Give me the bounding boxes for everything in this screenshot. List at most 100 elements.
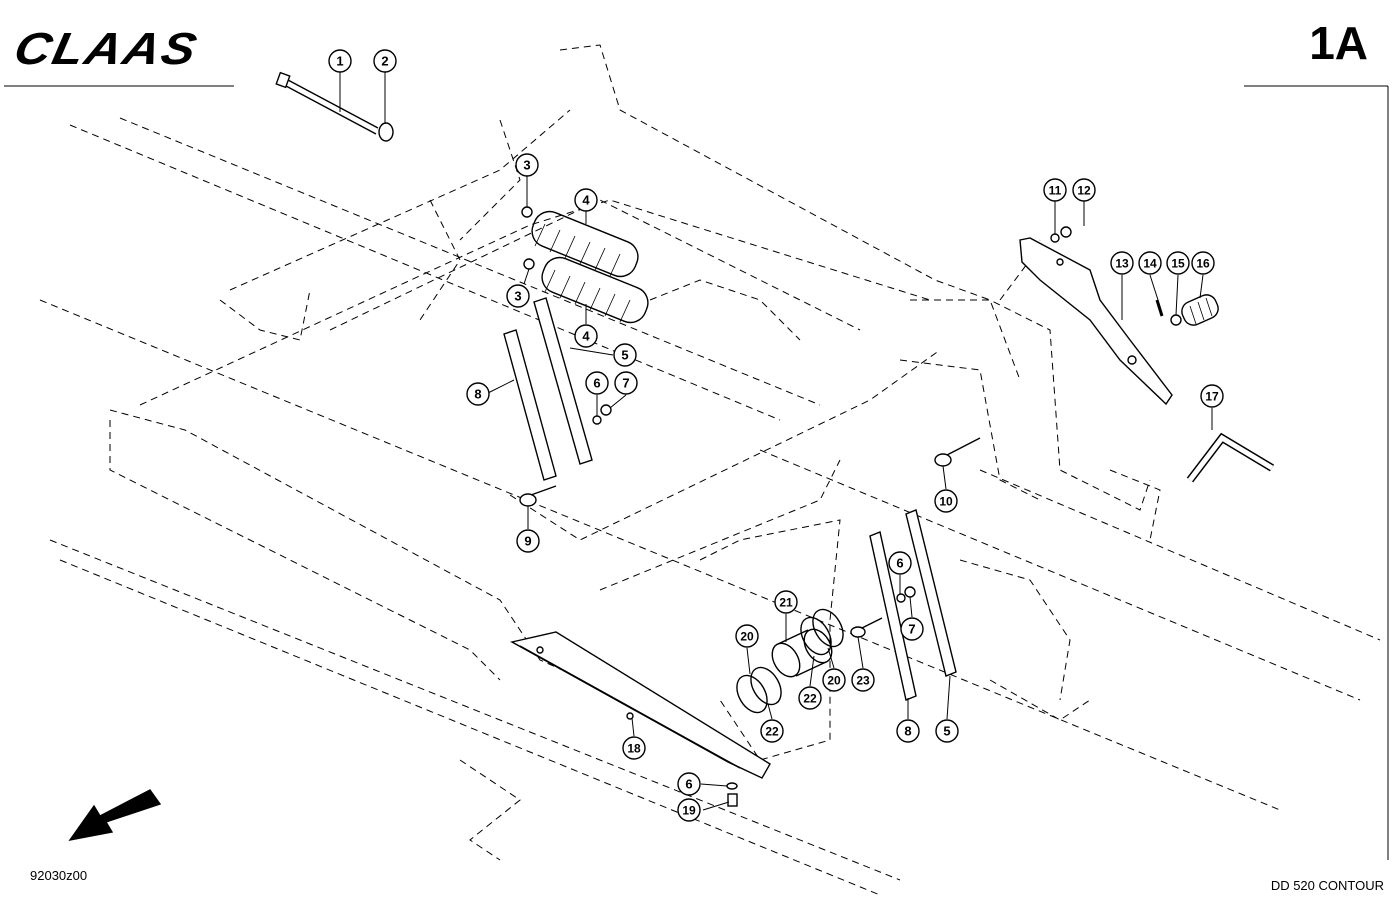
drawing-number: 92030z00 [30,868,88,883]
callout-19: 19 [677,798,701,822]
callout-label: 3 [514,289,521,304]
spring-part-4-lower [541,256,649,324]
bolt-part-9 [519,485,557,507]
callout-circle [328,49,352,73]
callout-circle [798,686,822,710]
ring-part-20-right [812,608,844,648]
plate-part-8-lower [869,531,917,701]
nut-part-3-upper [521,206,533,218]
callout-circle [466,382,490,406]
spring-part-16 [1181,294,1219,326]
callout-label: 8 [474,387,481,402]
callout-circle [822,668,846,692]
callout-6: 6 [677,772,701,796]
plate-part-5-upper [533,297,593,465]
leader-lines [339,72,1213,811]
nut-part-3-lower [523,258,535,270]
plate-part-8-upper [503,329,557,481]
callout-6: 6 [888,551,912,575]
washer-part-2 [378,122,394,142]
callout-label: 6 [685,777,692,792]
callout-label: 10 [939,495,953,509]
callout-label: 4 [582,329,590,344]
callout-circle [1200,384,1224,408]
washer-part-6-bottom [726,782,738,790]
callout-circle [516,529,540,553]
callout-circle [760,719,784,743]
callout-13: 13 [1110,251,1134,275]
callout-circle [574,324,598,348]
callout-circle [900,617,924,641]
callout-3: 3 [506,284,530,308]
callout-5: 5 [613,343,637,367]
callout-label: 6 [896,556,903,571]
callout-17: 17 [1200,384,1224,408]
washer-part-11 [1050,233,1060,243]
callout-label: 5 [943,724,950,739]
page-id: 1A [1309,17,1368,69]
callout-label: 23 [856,674,870,688]
bolt-part-1 [275,71,379,135]
callout-circle [896,719,920,743]
callout-label: 16 [1196,257,1210,271]
callout-label: 14 [1143,257,1157,271]
callout-circle [1166,251,1190,275]
callout-11: 11 [1043,178,1067,202]
callout-circle [735,624,759,648]
callout-7: 7 [900,617,924,641]
callout-circle [1110,251,1134,275]
callout-label: 22 [803,692,817,706]
callout-circle [774,590,798,614]
callout-20: 20 [822,668,846,692]
callout-label: 1 [336,54,343,69]
callout-label: 21 [779,596,793,610]
nut-part-12 [1060,226,1072,238]
bolt-part-23 [850,617,883,638]
callout-label: 11 [1049,184,1062,198]
callout-10: 10 [934,489,958,513]
arm-part-13 [1019,237,1173,406]
callout-circle [1191,251,1215,275]
callout-circle [613,343,637,367]
model-name: DD 520 CONTOUR [1270,878,1384,893]
callout-15: 15 [1166,251,1190,275]
bolt-part-10 [934,437,981,467]
callout-label: 8 [904,724,911,739]
callout-circle [574,188,598,212]
callout-20: 20 [735,624,759,648]
callout-label: 6 [593,376,600,391]
callout-4: 4 [574,324,598,348]
callout-label: 22 [765,725,779,739]
washer-part-6-upper [592,415,602,425]
washer-part-6-lower [896,593,906,603]
callout-circle [1138,251,1162,275]
ring-part-22-right [800,616,832,656]
nut-part-7-upper [600,404,612,416]
callout-label: 20 [827,674,841,688]
callout-22: 22 [798,686,822,710]
callout-2: 2 [373,49,397,73]
bolt-part-19 [727,793,738,807]
callout-label: 20 [740,630,754,644]
callout-circle [585,371,609,395]
callout-circle [677,798,701,822]
callout-label: 7 [908,622,915,637]
frame-structure [39,44,1381,896]
callout-label: 18 [627,742,641,756]
parts-solid [68,71,1275,842]
sheet-frame [4,85,1389,860]
callout-9: 9 [516,529,540,553]
callout-circle [373,49,397,73]
callout-label: 19 [682,804,696,818]
spring-part-4-upper [531,210,639,278]
callout-1: 1 [328,49,352,73]
callout-3: 3 [515,153,539,177]
callout-circle [935,719,959,743]
callout-label: 9 [524,534,531,549]
callout-8: 8 [466,382,490,406]
callout-label: 12 [1077,184,1091,198]
callout-circle [614,371,638,395]
